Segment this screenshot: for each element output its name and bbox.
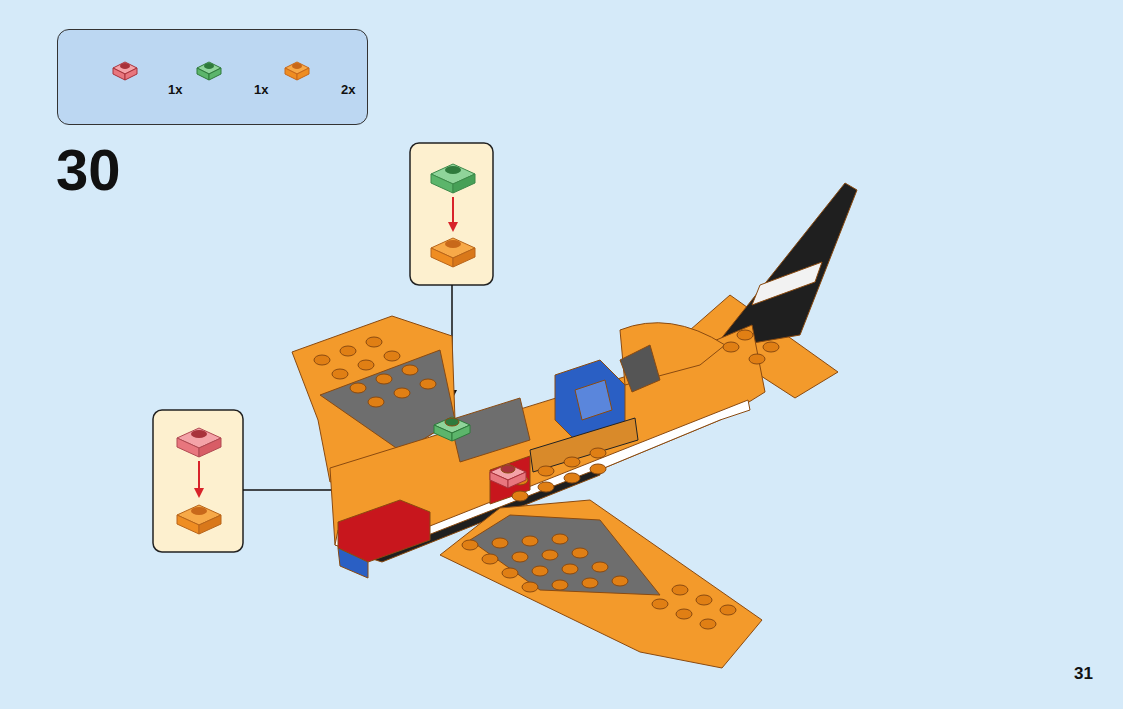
orange-plate (431, 238, 475, 267)
stud (562, 564, 578, 574)
stud (538, 466, 554, 476)
stud (492, 538, 508, 548)
part-count: 1x (254, 82, 268, 97)
stud (366, 337, 382, 347)
orange-plate (177, 505, 221, 534)
stud (552, 580, 568, 590)
stud (522, 536, 538, 546)
stud (552, 534, 568, 544)
stud (749, 354, 765, 364)
part-count: 1x (168, 82, 182, 97)
stud (737, 330, 753, 340)
stud (590, 448, 606, 458)
stud (582, 578, 598, 588)
stud (340, 346, 356, 356)
stud (402, 365, 418, 375)
stud (350, 383, 366, 393)
stud (564, 457, 580, 467)
stud (482, 554, 498, 564)
stud (720, 605, 736, 615)
stud (700, 619, 716, 629)
stud (652, 599, 668, 609)
stud (512, 552, 528, 562)
stud (763, 342, 779, 352)
stud (368, 397, 384, 407)
stud (564, 473, 580, 483)
stud (512, 491, 528, 501)
placed-plate (490, 464, 526, 488)
parts-list: 1x 1x 2x (57, 29, 368, 125)
stud (314, 355, 330, 365)
stud (522, 582, 538, 592)
pink-plate (177, 428, 221, 457)
stud (462, 540, 478, 550)
stud (592, 562, 608, 572)
stud (723, 342, 739, 352)
stud (672, 585, 688, 595)
stud (532, 566, 548, 576)
stud (358, 360, 374, 370)
stud (572, 548, 588, 558)
callout-box (410, 143, 493, 285)
placed-plate (434, 417, 470, 441)
stud (376, 374, 392, 384)
stud (420, 379, 436, 389)
stud (676, 609, 692, 619)
plane-model (292, 183, 857, 668)
step-number: 30 (56, 138, 121, 202)
stud (502, 568, 518, 578)
stud (612, 576, 628, 586)
callout-box (153, 410, 243, 552)
stud (538, 482, 554, 492)
stud (542, 550, 558, 560)
green-plate (431, 164, 475, 193)
stud (590, 464, 606, 474)
part-count: 2x (341, 82, 355, 97)
stud (696, 595, 712, 605)
page-number: 31 (1074, 665, 1093, 684)
stud (394, 388, 410, 398)
part-icons (58, 30, 369, 126)
stud (384, 351, 400, 361)
stud (332, 369, 348, 379)
